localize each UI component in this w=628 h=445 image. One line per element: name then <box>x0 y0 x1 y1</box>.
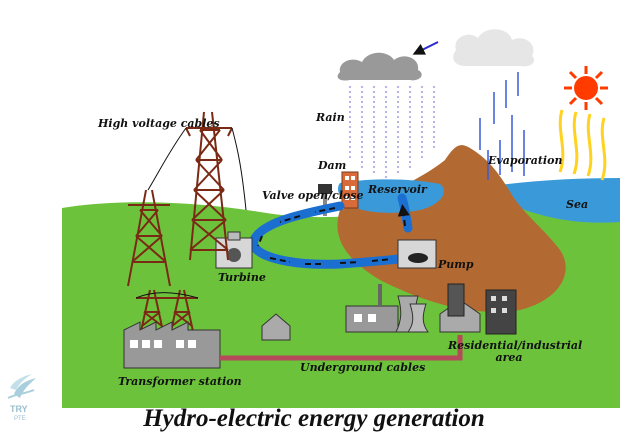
reservoir-water <box>337 179 444 213</box>
residential-industrial-label: Residential/industrial area <box>448 339 583 365</box>
sea-water <box>500 178 620 223</box>
underground-cable <box>220 335 463 361</box>
pylon-small-b <box>166 289 198 337</box>
heat-waves <box>558 109 607 181</box>
valve-label: Valve open/close <box>262 189 364 202</box>
evaporation-cloud <box>453 29 535 67</box>
pylon-tall <box>185 111 233 261</box>
dam <box>341 171 359 209</box>
high-voltage-cables-label: High voltage cables <box>98 117 220 130</box>
high-voltage-lines <box>135 127 247 299</box>
sea-label: Sea <box>566 198 589 211</box>
logo-text-pte: PTE <box>14 416 26 422</box>
rain-drops <box>349 86 435 178</box>
pylon-medium <box>127 189 171 287</box>
diagram-title: Hydro-electric energy generation <box>143 405 485 432</box>
evaporation-arrows <box>479 72 525 180</box>
logo-icon <box>7 374 36 399</box>
wind-arrow <box>412 41 439 55</box>
transformer-station <box>123 321 221 369</box>
pipe-flow-arrows <box>257 208 405 265</box>
turbine-label: Turbine <box>218 271 266 284</box>
pump-label: Pump <box>438 258 474 271</box>
rain-label: Rain <box>316 111 345 124</box>
transformer-station-label: Transformer station <box>118 375 242 388</box>
residential-buildings <box>439 283 517 335</box>
underground-cables-label: Underground cables <box>300 361 426 374</box>
factory <box>345 284 429 333</box>
pump-building <box>397 239 437 269</box>
small-hut <box>261 313 291 341</box>
mountain <box>337 145 566 312</box>
evaporation-label: Evaporation <box>488 154 563 167</box>
dam-label: Dam <box>318 159 347 172</box>
turbine-building <box>215 231 253 269</box>
reservoir-label: Reservoir <box>368 183 427 196</box>
sun <box>564 66 608 110</box>
logo: TRY PTE <box>6 368 42 430</box>
pylon-small-a <box>136 289 168 337</box>
rain-cloud <box>337 52 422 81</box>
logo-text-try: TRY <box>10 404 28 414</box>
